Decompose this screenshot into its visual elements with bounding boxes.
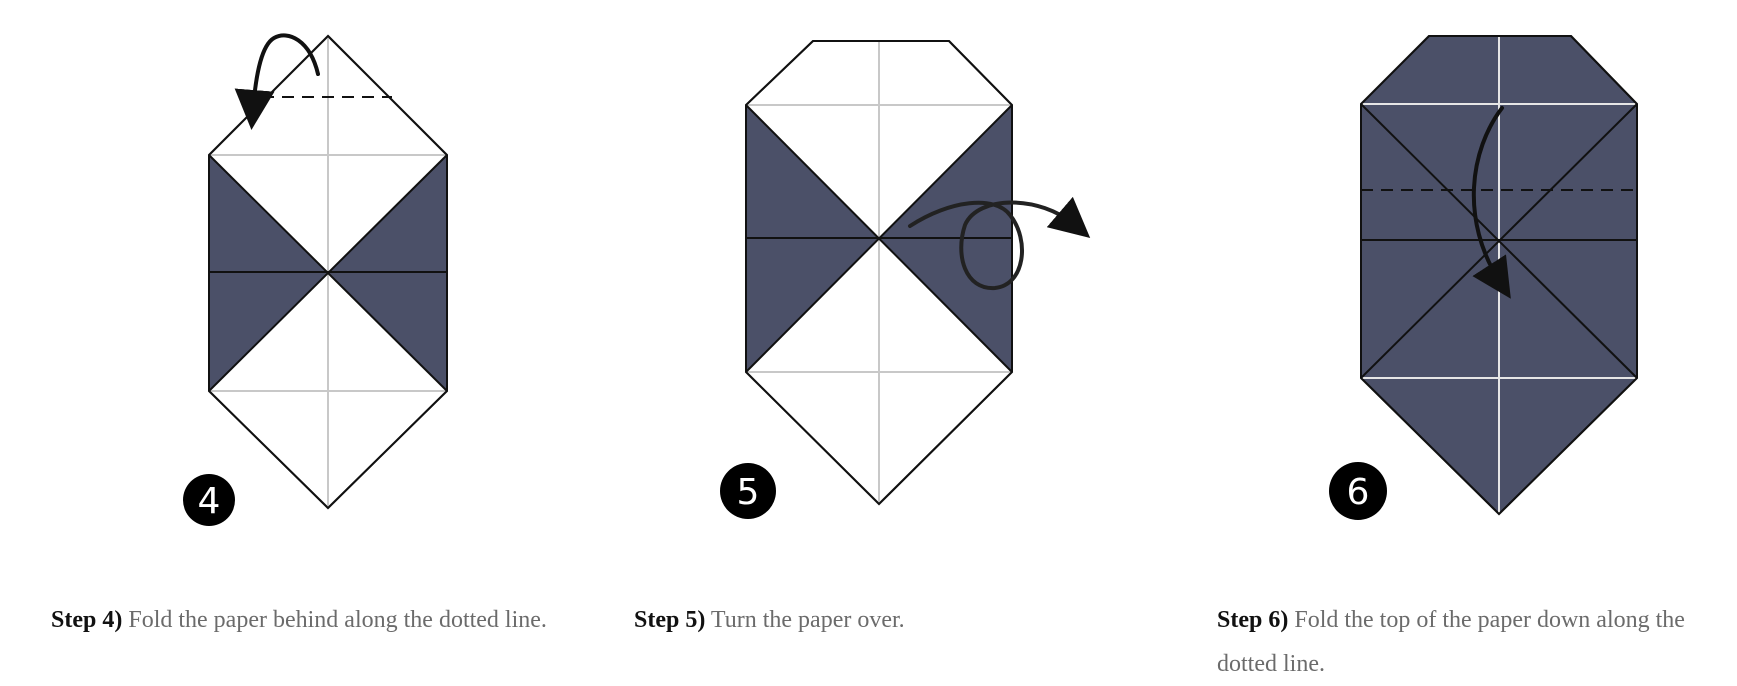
svg-text:4: 4 — [198, 481, 221, 522]
curved-arrow-icon — [1471, 106, 1511, 299]
step-4-caption: Step 4) Fold the paper behind along the … — [51, 598, 631, 642]
step-badge-6: 6 — [1329, 462, 1387, 520]
step-5-caption: Step 5) Turn the paper over. — [634, 598, 1214, 642]
step-6-diagram: 6 — [1329, 35, 1638, 520]
step-instruction: Fold the top of the paper down along the… — [1217, 607, 1685, 677]
step-instruction: Fold the paper behind along the dotted l… — [128, 607, 547, 633]
step-badge-5: 5 — [720, 463, 776, 519]
step-instruction: Turn the paper over. — [710, 607, 905, 633]
svg-text:5: 5 — [737, 472, 760, 513]
step-4-diagram: 4 — [183, 33, 448, 526]
curved-arrow-icon — [234, 33, 320, 130]
step-label: Step 5) — [634, 607, 706, 633]
step-5-diagram: 5 — [720, 40, 1091, 519]
loop-turn-over-arrow-icon — [908, 196, 1091, 291]
svg-text:6: 6 — [1347, 472, 1370, 513]
step-badge-4: 4 — [183, 474, 235, 526]
step-6-caption: Step 6) Fold the top of the paper down a… — [1217, 598, 1727, 686]
origami-diagram-row: 4 5 — [183, 33, 1638, 526]
step-label: Step 6) — [1217, 607, 1289, 633]
step-label: Step 4) — [51, 607, 123, 633]
